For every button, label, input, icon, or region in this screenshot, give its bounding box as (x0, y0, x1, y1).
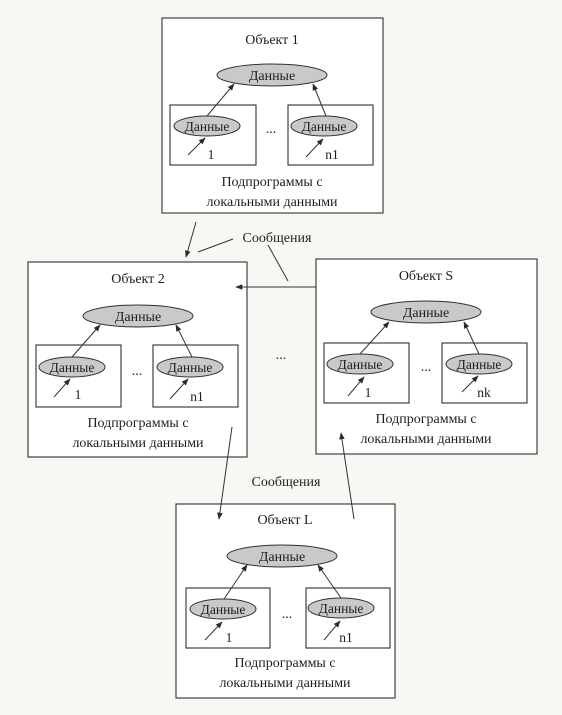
object-1-dots: ... (266, 122, 277, 137)
object-s-data-ellipse (370, 300, 482, 324)
object-1: Объект 1 Данные Данные 1 ... Данные n1 П… (161, 17, 384, 214)
object-2-sub2-index: n1 (190, 389, 204, 404)
message-label-leader-top-left (197, 238, 234, 253)
object-2-sub1-to-data-arrow (71, 324, 101, 358)
object-l-caption-line-2: локальными данными (219, 676, 351, 691)
object-l-sub1-to-data-arrow (223, 564, 248, 600)
object-1-sub1-index: 1 (208, 147, 215, 162)
object-1-sub1-to-data-arrow (206, 83, 235, 117)
object-1-sub2-index: n1 (325, 147, 339, 162)
object-2-sub2-ellipse (156, 356, 224, 378)
object-l: Объект L Данные Данные 1 ... Данные n1 П… (175, 503, 396, 699)
object-s-dots: ... (421, 360, 432, 375)
object-2-sub2-input-arrow (169, 378, 189, 400)
object-2-sub1-input-arrow (53, 378, 71, 398)
object-l-sub2-input-arrow (323, 620, 341, 641)
object-l-sub2-label: Данные (319, 601, 364, 616)
message-arrow-objectL-to-objectS (339, 432, 355, 520)
object-2-sub2-to-data-arrow (175, 324, 193, 358)
object-2-sub2-label: Данные (168, 360, 213, 375)
object-1-caption-line-1: Подпрограммы с (221, 175, 322, 190)
object-1-sub2-ellipse (290, 115, 358, 137)
object-l-sub1-label: Данные (201, 602, 246, 617)
object-1-data-label: Данные (249, 69, 295, 84)
object-s-sub2-to-data-arrow (463, 321, 480, 355)
object-s-title: Объект S (399, 269, 453, 284)
message-label-leader-top-right (267, 244, 289, 282)
message-arrow-object1-to-object2 (185, 221, 197, 258)
object-l-sub1-ellipse (189, 598, 257, 620)
object-1-sub1-label: Данные (185, 119, 230, 134)
object-s-sub2-label: Данные (457, 357, 502, 372)
object-s: Объект S Данные Данные 1 ... Данные nk П… (315, 258, 538, 455)
object-l-dots: ... (282, 607, 293, 622)
object-2-sub1-index: 1 (75, 387, 82, 402)
object-2-caption-line-2: локальными данными (72, 436, 204, 451)
object-1-sub1-input-arrow (187, 137, 206, 156)
object-l-caption-line-1: Подпрограммы с (234, 656, 335, 671)
object-l-sub2-index: n1 (339, 630, 353, 645)
object-1-sub2-input-arrow (305, 138, 324, 158)
object-l-sub2-to-data-arrow (317, 564, 342, 599)
object-s-sub2-index: nk (477, 385, 491, 400)
object-2-sub1-label: Данные (50, 360, 95, 375)
object-2-data-label: Данные (115, 310, 161, 325)
object-2-caption-line-1: Подпрограммы с (87, 416, 188, 431)
object-s-sub1-input-arrow (347, 376, 365, 397)
object-s-sub1-to-data-arrow (359, 321, 390, 355)
object-2-title: Объект 2 (111, 272, 165, 287)
object-1-data-ellipse (216, 63, 328, 87)
messages-label-bottom: Сообщения (252, 475, 321, 490)
object-s-caption-line-1: Подпрограммы с (375, 412, 476, 427)
object-l-sub1-input-arrow (204, 621, 223, 641)
object-1-sub2-label: Данные (302, 119, 347, 134)
object-s-sub1-index: 1 (365, 385, 372, 400)
object-s-data-label: Данные (403, 306, 449, 321)
object-s-caption-line-2: локальными данными (360, 432, 492, 447)
object-l-sub1-index: 1 (226, 630, 233, 645)
message-arrow-object2-to-objectL (217, 426, 233, 520)
between-objects-dots: ... (276, 348, 287, 363)
object-l-data-label: Данные (259, 550, 305, 565)
messages-label-top: Сообщения (243, 231, 312, 246)
object-1-caption-line-2: локальными данными (206, 195, 338, 210)
object-l-title: Объект L (257, 513, 312, 528)
object-s-sub1-label: Данные (338, 357, 383, 372)
object-2-data-ellipse (82, 304, 194, 328)
object-2-dots: ... (132, 364, 143, 379)
object-1-sub2-to-data-arrow (312, 83, 327, 117)
object-1-title: Объект 1 (245, 33, 299, 48)
object-2: Объект 2 Данные Данные 1 ... Данные n1 П… (27, 261, 248, 458)
object-s-sub2-input-arrow (461, 375, 479, 393)
object-l-data-ellipse (226, 544, 338, 568)
